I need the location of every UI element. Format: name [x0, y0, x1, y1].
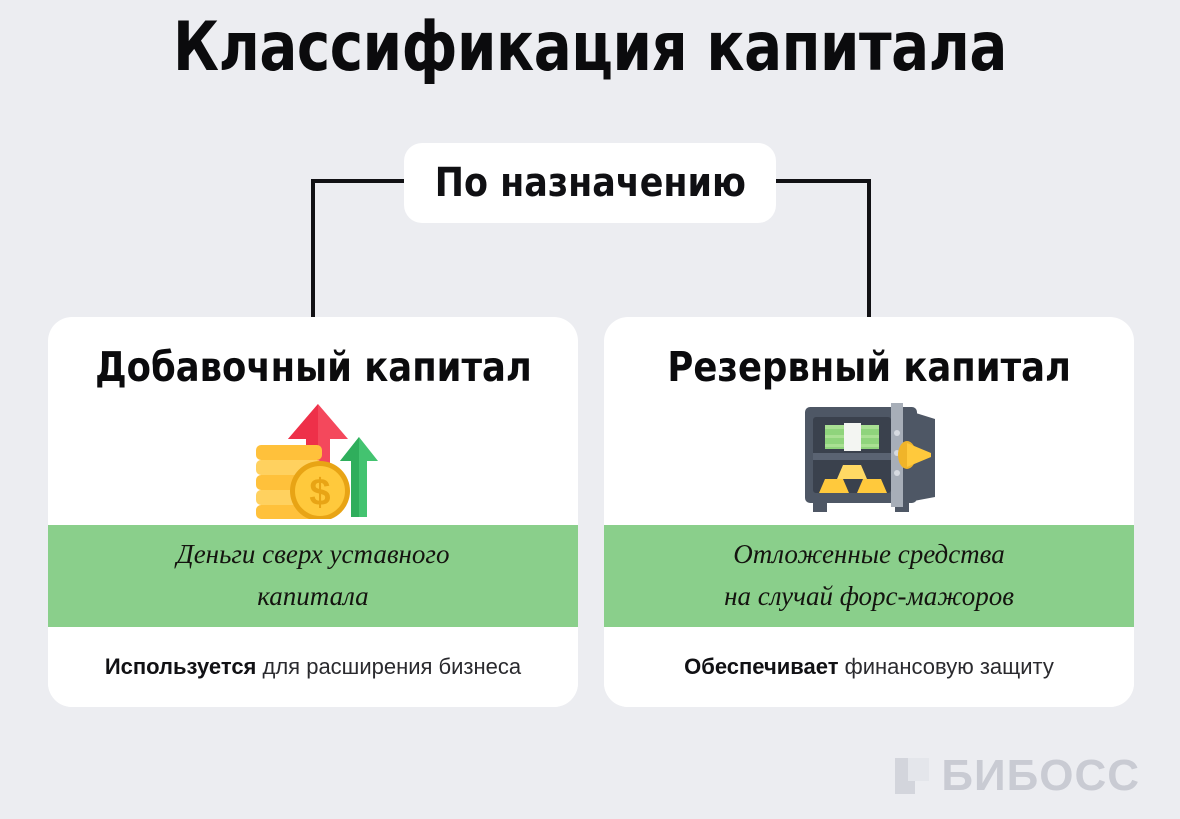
- door-bolt-1: [894, 430, 900, 436]
- subtitle-box: По назначению: [404, 143, 776, 223]
- safe-handle-icon: [898, 441, 931, 469]
- gold-bars-icon: [819, 465, 887, 493]
- footer-text: Используется для расширения бизнеса: [105, 654, 521, 680]
- green-up-arrow-shade: [340, 437, 359, 517]
- brand-logo: БИБОСС: [895, 751, 1140, 801]
- footer-rest: финансовую защиту: [838, 654, 1054, 679]
- door-bolt-3: [894, 470, 900, 476]
- square-logo-mark-icon: [895, 758, 930, 794]
- green-highlight-text: Отложенные средства на случай форс-мажор…: [702, 534, 1036, 618]
- connector-right: [776, 179, 871, 317]
- card-footer: Обеспечивает финансовую защиту: [604, 627, 1134, 707]
- dollar-sign-icon: $: [309, 472, 330, 514]
- green-line-2: капитала: [257, 581, 369, 611]
- page-title: Классификация капитала: [173, 8, 1007, 87]
- money-stack-icon: [825, 423, 879, 451]
- footer-bold: Обеспечивает: [684, 654, 839, 679]
- subtitle-label: По назначению: [434, 160, 746, 206]
- green-highlight-band: Деньги сверх уставного капитала: [48, 525, 578, 627]
- green-line-1: Деньги сверх уставного: [176, 539, 450, 570]
- dollar-coin-inner: [295, 466, 345, 516]
- card-title: Резервный капитал: [667, 343, 1071, 391]
- logo-wordmark: БИБОСС: [941, 751, 1140, 800]
- logo-square-b: [908, 758, 930, 781]
- green-line-1: Отложенные средства: [733, 539, 1005, 570]
- green-highlight-text: Деньги сверх уставного капитала: [155, 534, 472, 618]
- connector-left: [311, 179, 404, 317]
- card-title: Добавочный капитал: [94, 343, 532, 391]
- safe-leg-left: [813, 503, 827, 512]
- coins-stack-up-arrows-icon: $: [248, 399, 378, 519]
- card-footer: Используется для расширения бизнеса: [48, 627, 578, 707]
- open-safe-icon: [799, 399, 939, 519]
- footer-text: Обеспечивает финансовую защиту: [684, 654, 1054, 680]
- footer-rest: для расширения бизнеса: [256, 654, 522, 679]
- footer-bold: Используется: [104, 654, 257, 679]
- green-line-2: на случай форс-мажоров: [724, 581, 1014, 611]
- safe-shelf: [813, 453, 891, 460]
- card-rezervny-kapital: Резервный капитал: [604, 317, 1134, 707]
- card-dobavochny-kapital: Добавочный капитал: [48, 317, 578, 707]
- green-highlight-band: Отложенные средства на случай форс-мажор…: [604, 525, 1134, 627]
- safe-leg-right: [895, 503, 909, 512]
